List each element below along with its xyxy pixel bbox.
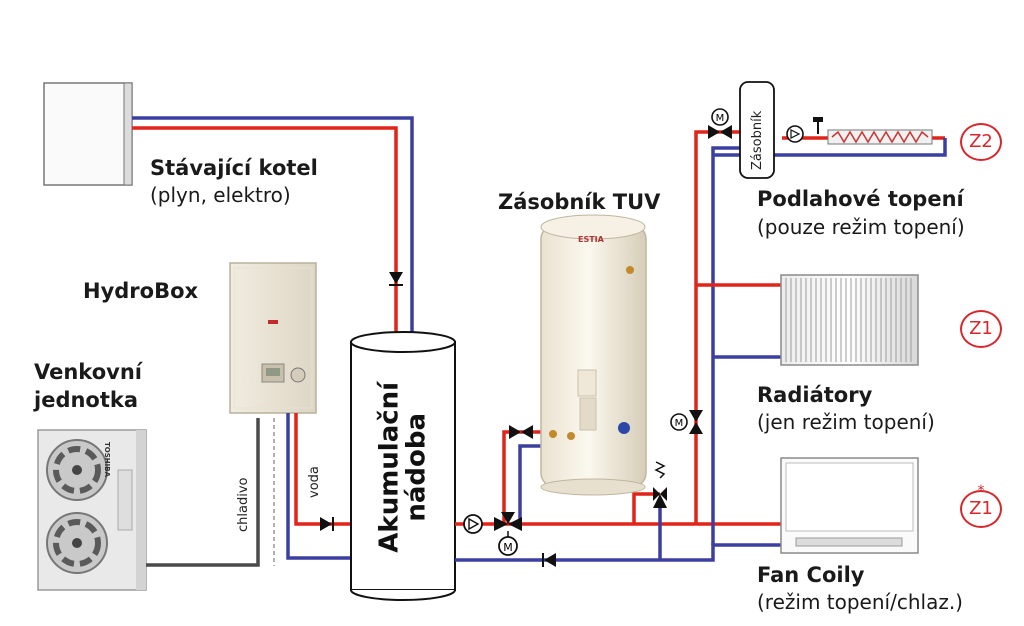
svg-text:M: M <box>503 541 513 554</box>
check-valve <box>509 425 533 439</box>
buffer-tank <box>350 331 456 601</box>
small-storage-vessel <box>739 81 775 179</box>
safety-valve-icon <box>653 461 667 508</box>
svg-text:M: M <box>716 113 725 124</box>
outdoor-brand-logo: TOSHIBA <box>103 442 111 477</box>
outdoor-unit <box>37 429 147 591</box>
fan-coil-title: Fan Coily <box>757 563 865 587</box>
motorized-valve-icon: M <box>670 410 703 434</box>
fan-coil-subtitle: (režim topení/chlaz.) <box>757 590 963 614</box>
radiator-fins <box>785 278 912 362</box>
outdoor-unit-label-line2: jednotka <box>34 388 139 412</box>
pump-icon <box>463 514 483 534</box>
check-valve <box>542 553 556 567</box>
hydrobox-label: HydroBox <box>83 279 199 303</box>
refrigerant-line <box>146 418 275 567</box>
motorized-valve-icon: M <box>708 108 732 139</box>
existing-boiler <box>43 82 133 186</box>
floor-heating-panel <box>827 129 933 145</box>
dhw-tank <box>540 214 647 496</box>
zone-badge-z2: Z2 <box>960 123 1002 161</box>
check-valve <box>389 272 403 286</box>
pump-icon <box>786 117 823 143</box>
tank-brand-logo: ESTIA <box>578 235 604 244</box>
motor-icon: M <box>498 531 518 556</box>
radiator <box>780 274 919 366</box>
dhw-tank-label: Zásobník TUV <box>498 190 661 214</box>
fan-coil <box>780 457 919 554</box>
star-mark: * <box>977 483 985 499</box>
buffer-tank-label: Akumulační nádoba <box>374 347 432 587</box>
buffer-tank-label-line1: Akumulační <box>374 381 405 553</box>
floor-heating-subtitle: (pouze režim topení) <box>757 215 965 239</box>
small-tank-label: Zásobník <box>750 110 765 170</box>
hydrobox-unit <box>229 262 317 414</box>
radiators-subtitle: (jen režim topení) <box>757 410 935 434</box>
boiler-title: Stávající kotel <box>150 156 318 180</box>
outdoor-unit-label-line1: Venkovní <box>34 360 142 384</box>
radiators-title: Radiátory <box>757 383 873 407</box>
zone-badge-z1-star-label: Z1 <box>969 498 993 519</box>
check-valve <box>320 517 334 531</box>
zone-badge-z1-star: * Z1 <box>960 484 1002 528</box>
buffer-tank-label-line2: nádoba <box>402 412 432 522</box>
refrigerant-label: chladivo <box>236 477 251 532</box>
three-way-valve-icon <box>494 512 522 531</box>
water-label: voda <box>307 466 322 498</box>
svg-text:M: M <box>675 418 684 429</box>
zone-badge-z1: Z1 <box>960 310 1002 348</box>
floor-heating-title: Podlahové topení <box>757 187 964 211</box>
boiler-subtitle: (plyn, elektro) <box>150 183 291 207</box>
